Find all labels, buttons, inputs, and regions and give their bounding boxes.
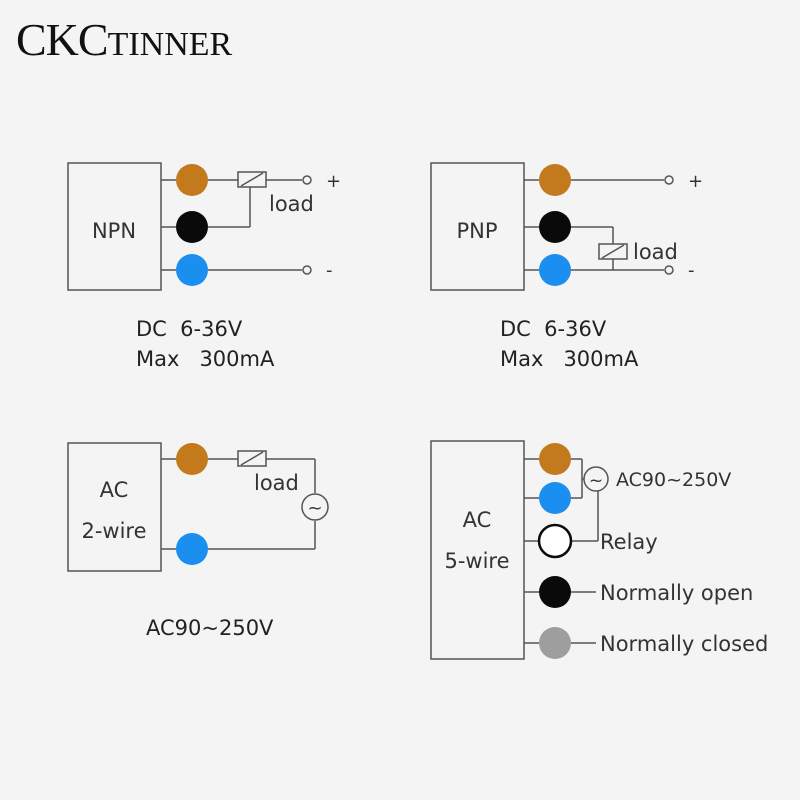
npn-spec-voltage: DC 6-36V [136, 317, 243, 341]
npn-plus-label: + [326, 171, 341, 192]
ac5-black-wire [539, 576, 571, 608]
ac5-gray-wire [539, 627, 571, 659]
npn-spec: DC 6-36V Max 300mA [136, 314, 274, 374]
ac5-white-wire [537, 523, 573, 559]
pnp-minus-label: - [688, 260, 695, 281]
pnp-diagram [430, 162, 674, 291]
ac2-ac-source [301, 493, 329, 521]
ac2-label-line1: AC [100, 478, 129, 502]
pnp-spec-current: Max 300mA [500, 347, 639, 371]
pnp-spec-voltage: DC 6-36V [500, 317, 607, 341]
npn-plus-terminal [302, 175, 312, 185]
npn-spec-current: Max 300mA [136, 347, 275, 371]
npn-blue-wire [176, 254, 208, 286]
ac2-load-label: load [254, 471, 299, 495]
pnp-plus-terminal [664, 175, 674, 185]
ac5-brown-wire [539, 443, 571, 475]
brand-logo: CKCTINNER [16, 10, 232, 75]
brand-small: TINNER [107, 26, 233, 63]
pnp-brown-wire [539, 164, 571, 196]
ac2-spec: AC90~250V [146, 613, 273, 643]
ac5-blue-wire [539, 482, 571, 514]
brand-big: CKC [16, 14, 109, 65]
pnp-blue-wire [539, 254, 571, 286]
npn-load-label: load [269, 192, 314, 216]
ac5-ac-symbol: ~ [589, 471, 603, 491]
ac2-box [67, 442, 162, 572]
ac5-label-line2: 5-wire [444, 549, 509, 573]
ac5-box [430, 440, 525, 660]
ac2-blue-wire [176, 533, 208, 565]
ac2-label-line2: 2-wire [81, 519, 146, 543]
pnp-box [430, 162, 525, 291]
npn-label: NPN [92, 219, 136, 243]
pnp-plus-label: + [688, 171, 703, 192]
npn-diagram [67, 162, 312, 291]
npn-minus-terminal [302, 265, 312, 275]
ac2-brown-wire [176, 443, 208, 475]
pnp-load-label: load [633, 240, 678, 264]
ac5-diagram [430, 440, 609, 660]
pnp-spec: DC 6-36V Max 300mA [500, 314, 638, 374]
pnp-black-wire [539, 211, 571, 243]
pnp-minus-terminal [664, 265, 674, 275]
ac2-spec-voltage: AC90~250V [146, 616, 274, 640]
ac5-label-line1: AC [463, 508, 492, 532]
pnp-label: PNP [456, 219, 497, 243]
npn-box [67, 162, 162, 291]
ac5-normally-closed-label: Normally closed [600, 632, 768, 656]
npn-black-wire [176, 211, 208, 243]
ac5-voltage-label: AC90~250V [616, 469, 731, 491]
ac5-normally-open-label: Normally open [600, 581, 753, 605]
npn-minus-label: - [326, 260, 333, 281]
npn-brown-wire [176, 164, 208, 196]
ac2-ac-symbol: ~ [307, 498, 322, 519]
ac2-diagram [67, 442, 329, 572]
ac5-relay-label: Relay [600, 530, 658, 554]
